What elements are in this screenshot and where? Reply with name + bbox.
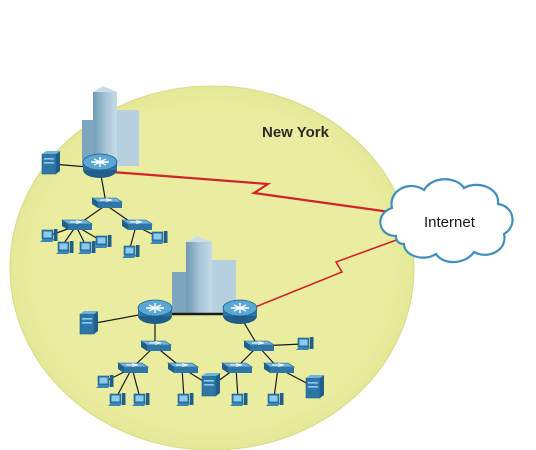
cloud-icon xyxy=(379,178,514,264)
router-icon xyxy=(222,299,258,325)
switch-icon xyxy=(167,362,199,374)
pc-icon xyxy=(95,374,114,389)
pc-icon xyxy=(229,392,248,407)
region-label: New York xyxy=(262,124,330,141)
pc-icon xyxy=(77,240,96,255)
pc-icon xyxy=(175,392,194,407)
pc-icon xyxy=(149,230,168,245)
switch-icon xyxy=(243,340,275,352)
pc-icon xyxy=(39,228,58,243)
pc-icon xyxy=(93,234,112,249)
wan-link-red xyxy=(237,237,403,315)
router-icon xyxy=(137,299,173,325)
wan-link-red xyxy=(111,170,391,214)
switch-icon xyxy=(61,219,93,231)
switch-icon xyxy=(263,362,295,374)
server-icon xyxy=(79,310,99,335)
switch-icon xyxy=(121,219,153,231)
building-icon xyxy=(82,86,139,166)
switch-icon xyxy=(140,340,172,352)
router-icon xyxy=(82,153,118,179)
internet-label: Internet xyxy=(424,214,476,231)
pc-icon xyxy=(107,392,126,407)
server-icon xyxy=(201,372,221,397)
pc-icon xyxy=(295,336,314,351)
switch-icon xyxy=(91,197,123,209)
pc-icon xyxy=(121,244,140,259)
switch-icon xyxy=(117,362,149,374)
pc-icon xyxy=(131,392,150,407)
server-icon xyxy=(305,374,325,399)
pc-icon xyxy=(265,392,284,407)
server-icon xyxy=(41,150,61,175)
pc-icon xyxy=(55,240,74,255)
switch-icon xyxy=(221,362,253,374)
